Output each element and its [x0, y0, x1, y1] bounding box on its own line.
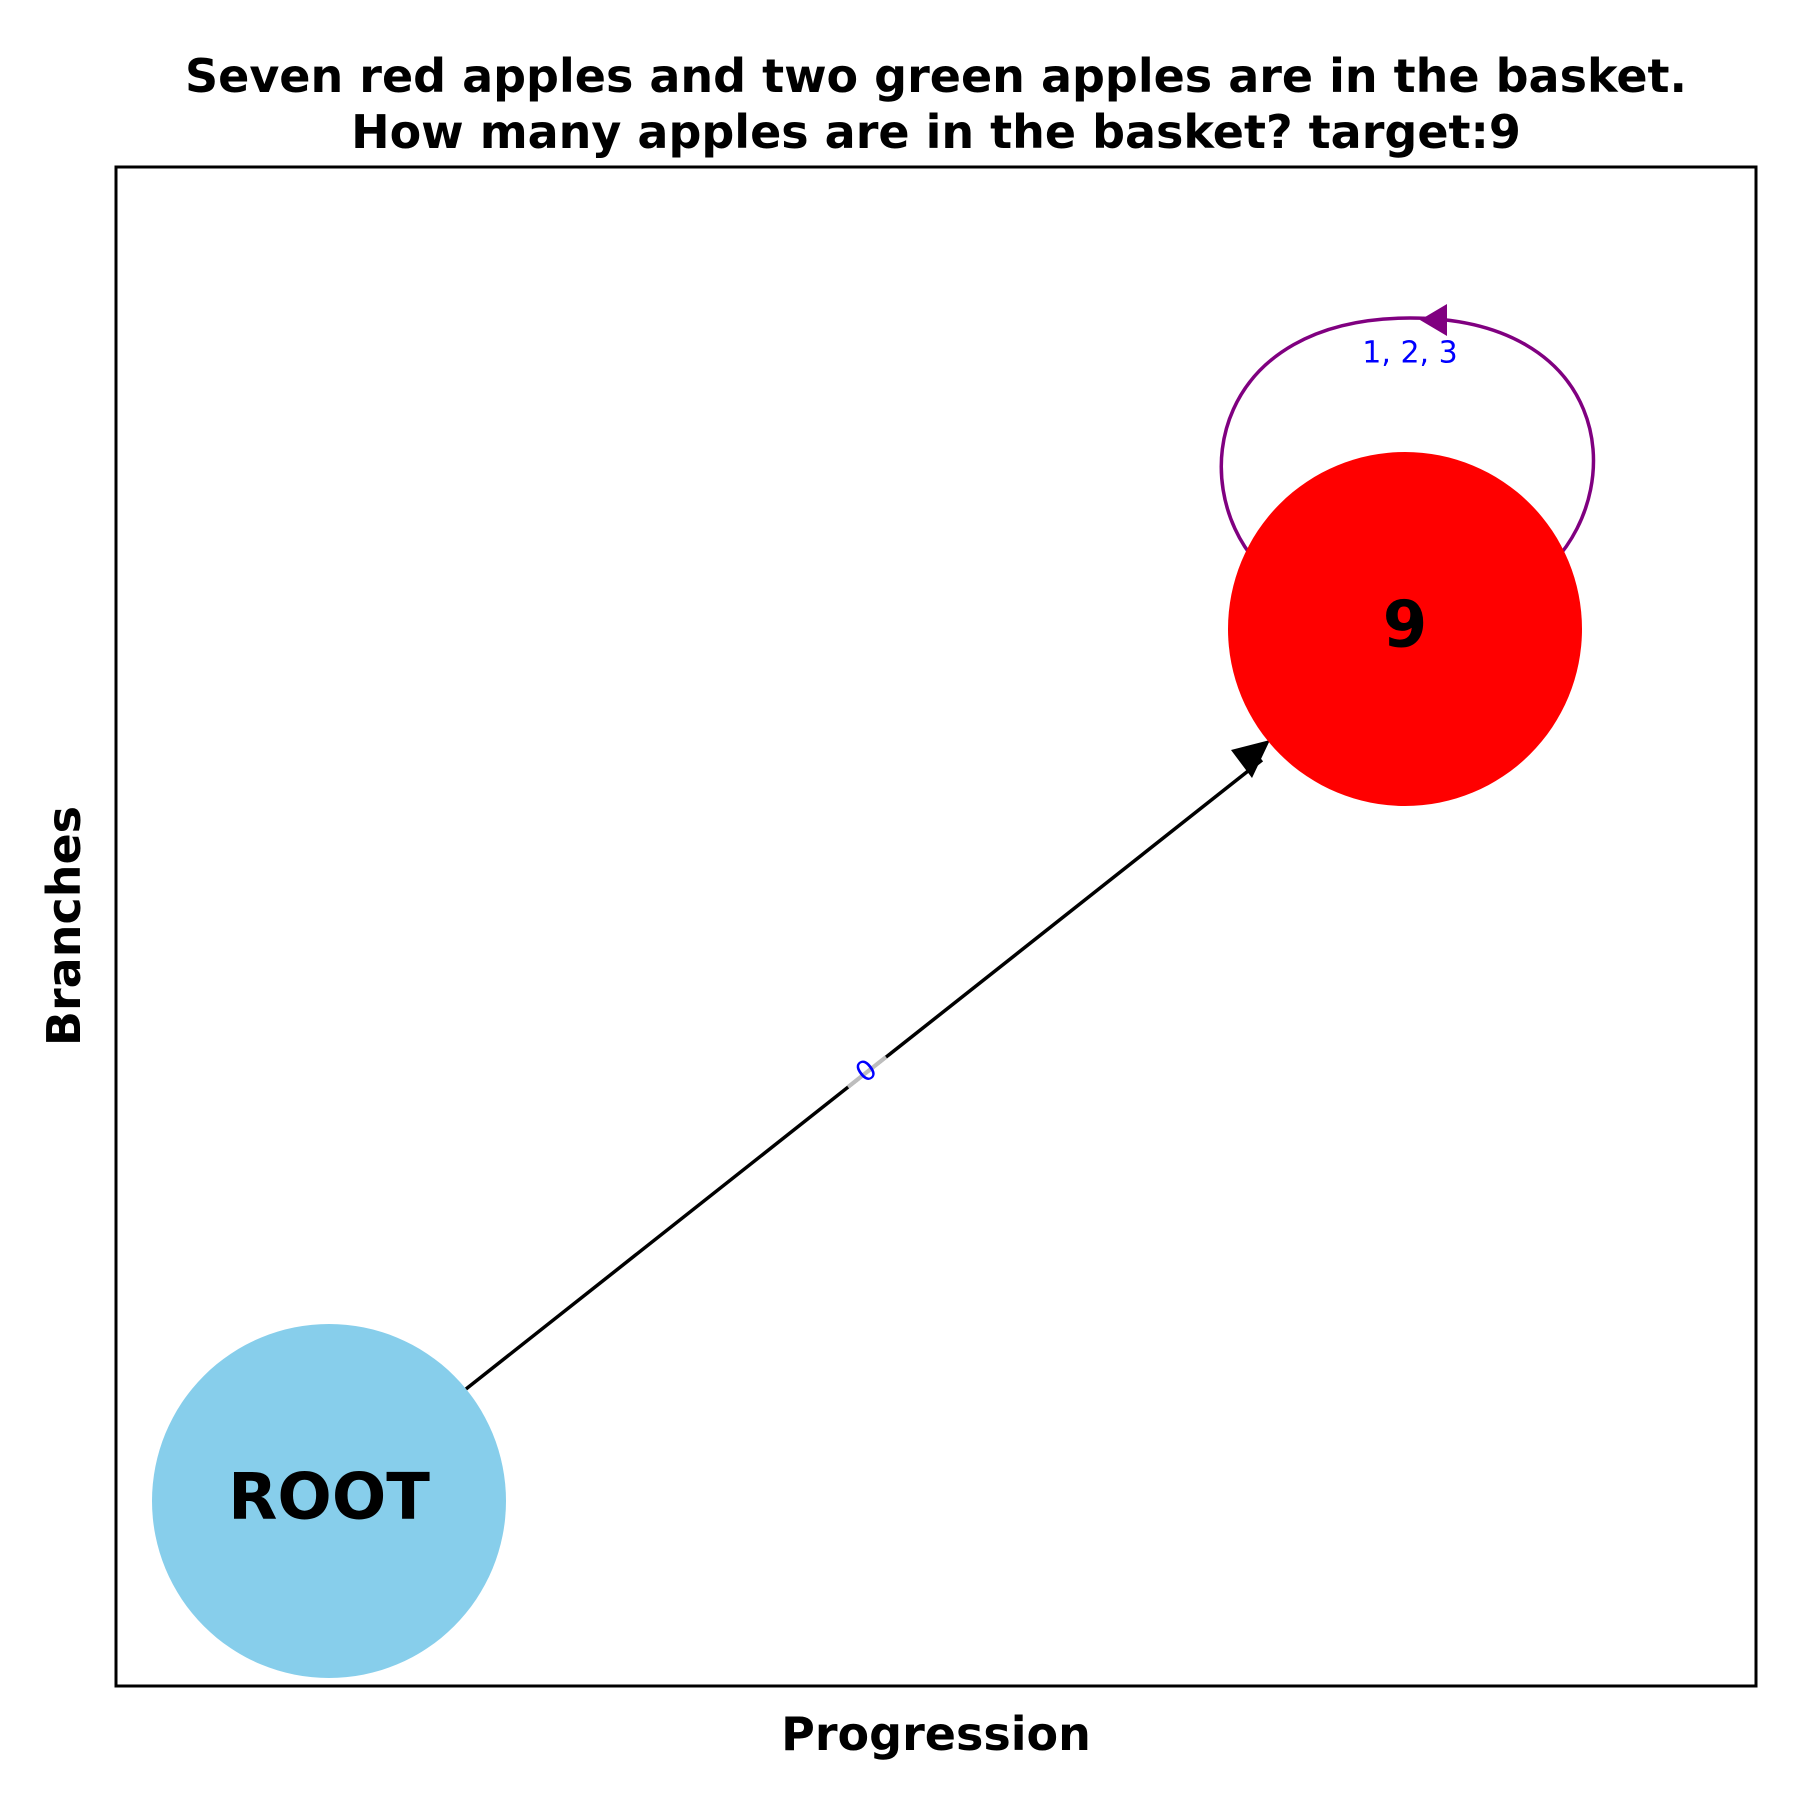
loop-arrowhead-icon [1420, 304, 1447, 336]
x-axis-label: Progression [781, 1707, 1091, 1761]
chart-title: Seven red apples and two green apples ar… [116, 48, 1756, 160]
node-9-label: 9 [1383, 589, 1428, 663]
edge-label-1-2-3: 1, 2, 3 [1362, 336, 1457, 371]
node-9[interactable]: 9 [1228, 452, 1582, 806]
y-axis-label: Branches [37, 805, 91, 1047]
arrowhead-icon [1231, 740, 1270, 778]
node-root-label: ROOT [228, 1461, 430, 1535]
title-line-2: How many apples are in the basket? targe… [351, 105, 1521, 159]
node-root[interactable]: ROOT [152, 1324, 506, 1678]
edge-root-to-9: 0 [464, 740, 1270, 1391]
title-line-1: Seven red apples and two green apples ar… [184, 49, 1687, 103]
edge-self-loop-9: 1, 2, 3 [1219, 304, 1596, 565]
axes-frame [114, 165, 1758, 1688]
